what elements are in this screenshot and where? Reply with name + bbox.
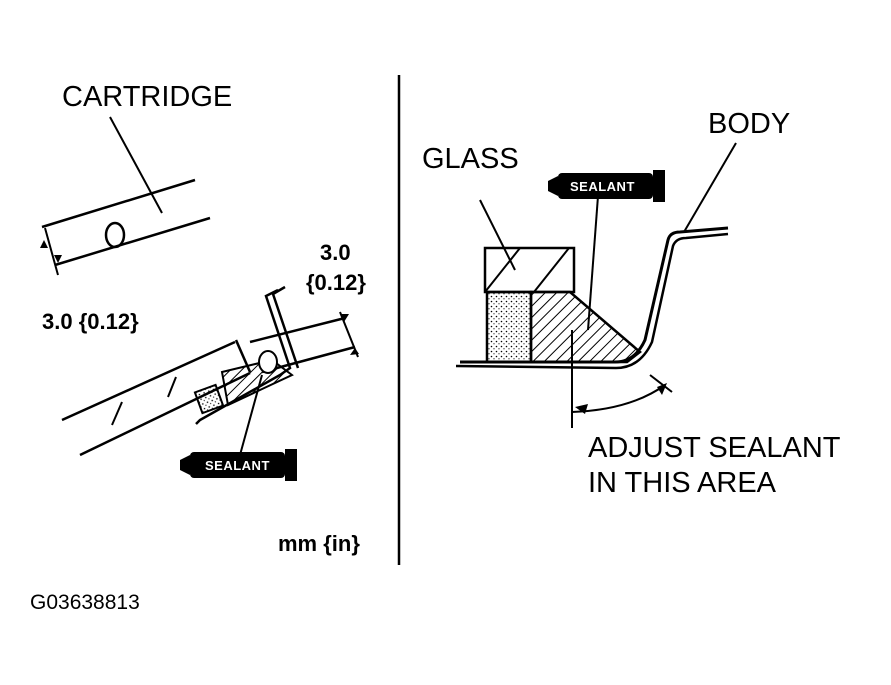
- callout-line-1: ADJUST SEALANT: [588, 432, 841, 464]
- sealant-tube-icon-right: SEALANT: [548, 170, 665, 202]
- glass-edge-lower: [61, 285, 356, 457]
- dam-block: [193, 383, 225, 415]
- glass-pane: [479, 199, 576, 294]
- callout-line-2: IN THIS AREA: [588, 467, 777, 499]
- body-flange: [460, 226, 729, 364]
- cartridge-label: CARTRIDGE: [62, 81, 232, 113]
- sealant-bead: [529, 290, 642, 364]
- units-label: mm {in}: [278, 531, 360, 556]
- figure-id: G03638813: [30, 591, 140, 614]
- svg-text:SEALANT: SEALANT: [570, 179, 635, 194]
- sealant-tube-icon: SEALANT: [180, 449, 297, 481]
- svg-text:SEALANT: SEALANT: [205, 458, 270, 473]
- nozzle-opening: [104, 221, 126, 249]
- glass-label: GLASS: [422, 143, 519, 175]
- dimension-left-label: 3.0 {0.12}: [42, 309, 139, 334]
- cartridge-nozzle-detail: [40, 116, 211, 276]
- body-label: BODY: [708, 108, 790, 140]
- right-panel: GLASS BODY SEALANT ADJUS: [422, 108, 841, 499]
- sealant-bead-lower: [220, 358, 294, 407]
- dimension-right-value: 3.0: [320, 240, 351, 265]
- left-panel: CARTRIDGE 3.0 {0.12}: [40, 81, 366, 556]
- dimension-right-inch: {0.12}: [306, 270, 366, 295]
- dimension-right: [339, 311, 359, 358]
- dam-rubber: [485, 290, 533, 364]
